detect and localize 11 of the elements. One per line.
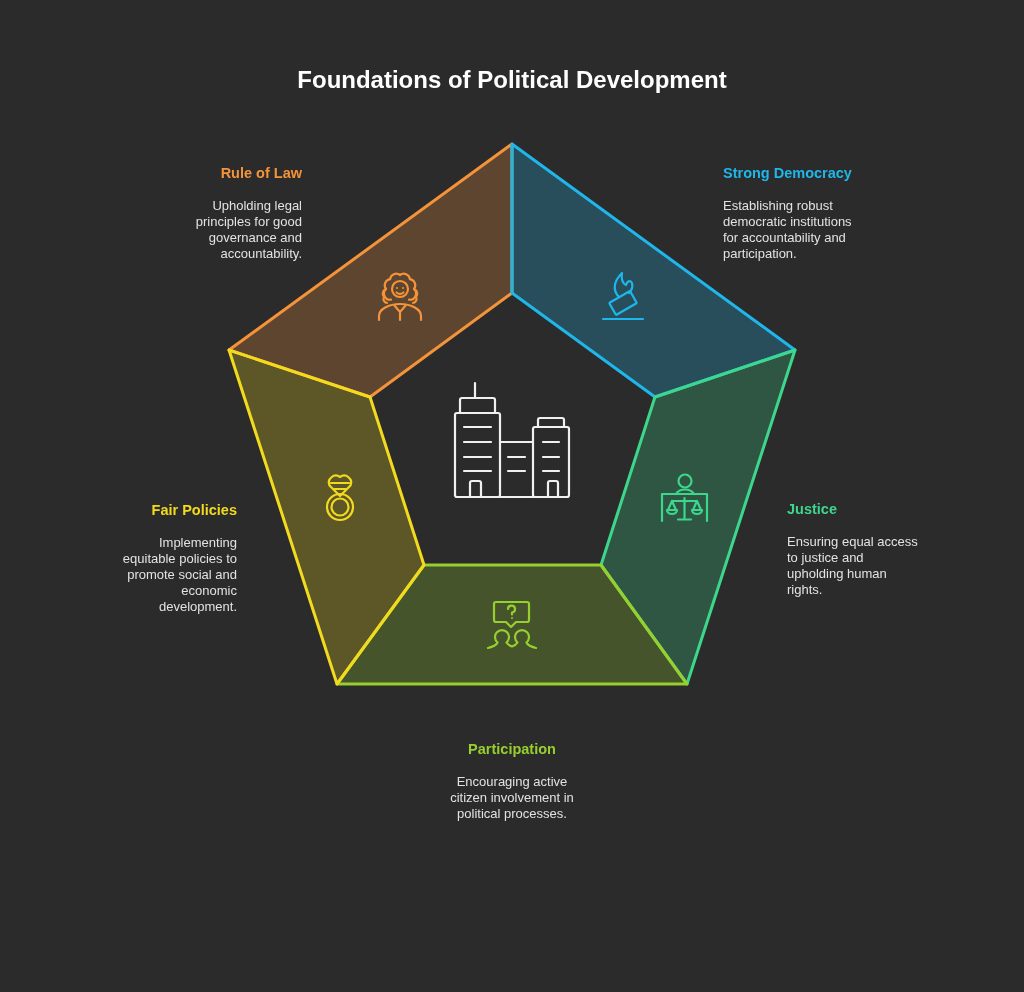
section-heading: Fair Policies xyxy=(150,501,237,519)
section-heading: Justice xyxy=(787,500,838,518)
section-description: Establishing robust democratic institutions for accountability and participation. xyxy=(723,198,853,262)
section-heading: Participation xyxy=(467,740,557,758)
section-description: Ensuring equal access to justice and upholding human rights. xyxy=(787,534,919,598)
section-description: Encouraging active citizen involvement in political processes. xyxy=(449,774,575,822)
diagram-title: Foundations of Political Development xyxy=(297,65,727,95)
section-description: Upholding legal principles for good governance and accountability. xyxy=(194,198,302,262)
section-heading: Strong Democracy xyxy=(723,164,853,182)
section-description: Implementing equitable policies to promote social and economic development. xyxy=(121,535,237,615)
section-heading: Rule of Law xyxy=(219,164,302,182)
